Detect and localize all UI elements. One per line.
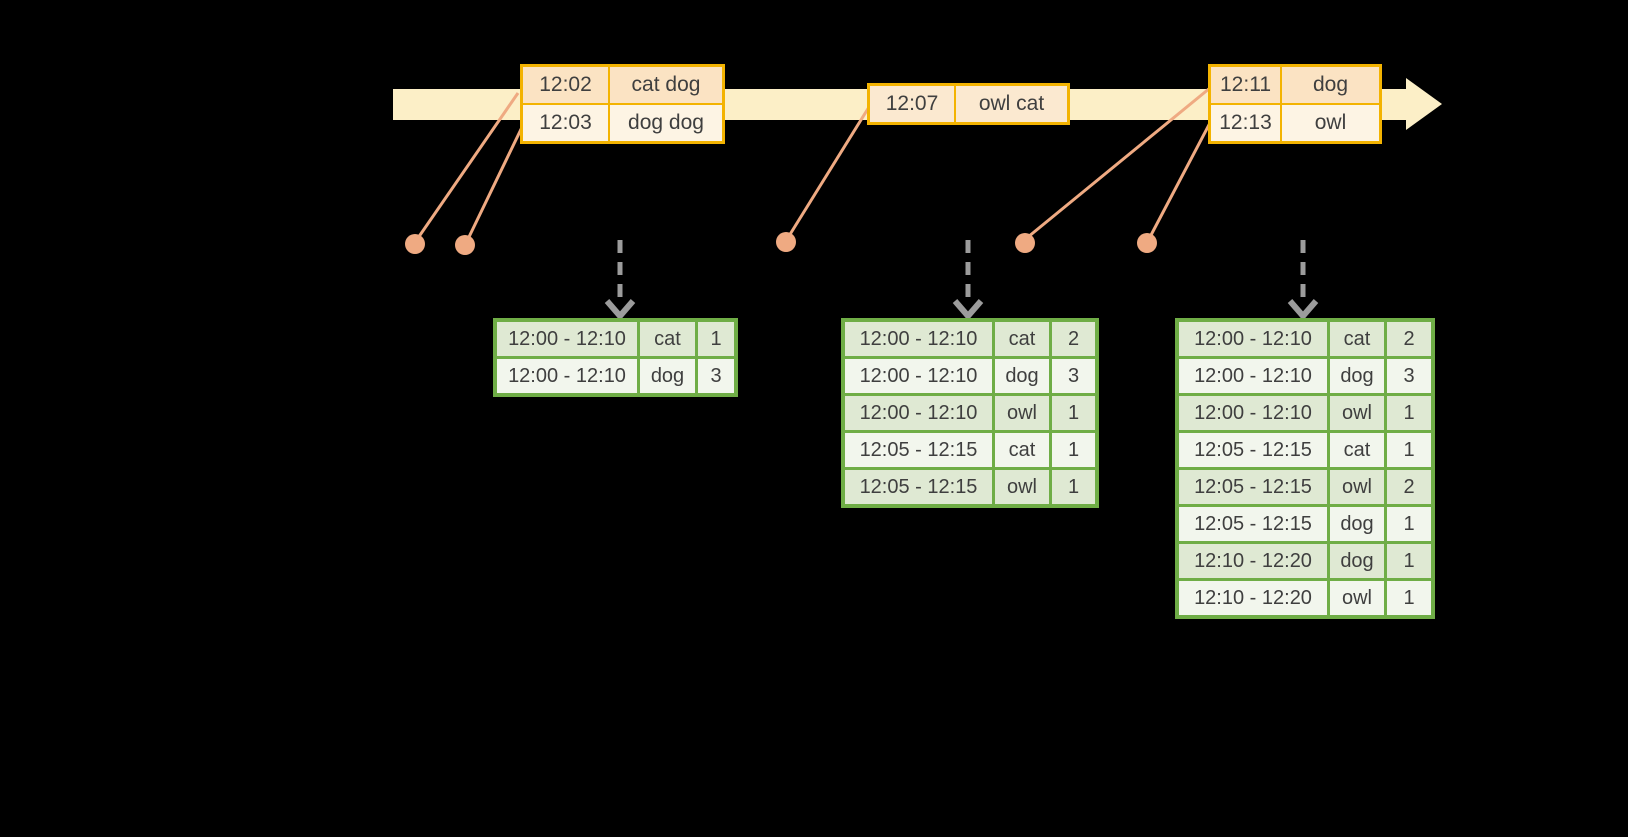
count-cell: 1 [1387, 544, 1431, 578]
count-cell: 3 [698, 359, 734, 393]
word-cell: dog [640, 359, 695, 393]
event-time-cell: 12:11 [1211, 67, 1280, 103]
word-cell: owl [1330, 396, 1384, 430]
connector-line [1027, 86, 1211, 239]
window-cell: 12:05 - 12:15 [845, 433, 992, 467]
event-dot [1015, 233, 1035, 253]
trigger-arrow-icon [1287, 240, 1319, 321]
count-cell: 3 [1387, 359, 1431, 393]
event-dot [776, 232, 796, 252]
word-cell: cat [1330, 322, 1384, 356]
word-cell: dog [1330, 507, 1384, 541]
window-cell: 12:00 - 12:10 [845, 396, 992, 430]
window-cell: 12:05 - 12:15 [845, 470, 992, 504]
count-cell: 2 [1387, 322, 1431, 356]
event-time-cell: 12:02 [523, 67, 608, 103]
word-cell: cat [1330, 433, 1384, 467]
connector-line [787, 106, 871, 237]
window-cell: 12:00 - 12:10 [497, 322, 637, 356]
event-time-cell: 12:03 [523, 105, 608, 141]
word-cell: cat [995, 433, 1049, 467]
window-cell: 12:00 - 12:10 [845, 359, 992, 393]
window-cell: 12:05 - 12:15 [1179, 507, 1327, 541]
word-cell: owl [1330, 581, 1384, 615]
count-cell: 1 [1387, 581, 1431, 615]
count-cell: 1 [1052, 433, 1095, 467]
count-cell: 1 [1387, 396, 1431, 430]
event-dot [405, 234, 425, 254]
count-cell: 2 [1052, 322, 1095, 356]
count-cell: 1 [698, 322, 734, 356]
event-dot [455, 235, 475, 255]
count-cell: 2 [1387, 470, 1431, 504]
window-cell: 12:05 - 12:15 [1179, 470, 1327, 504]
window-cell: 12:00 - 12:10 [1179, 359, 1327, 393]
count-cell: 1 [1052, 470, 1095, 504]
window-cell: 12:00 - 12:10 [1179, 322, 1327, 356]
event-time-cell: 12:13 [1211, 105, 1280, 141]
window-cell: 12:10 - 12:20 [1179, 544, 1327, 578]
event-words-cell: owl [1282, 105, 1379, 141]
event-dot [1137, 233, 1157, 253]
connector-line [466, 120, 527, 240]
event-time-cell: 12:07 [870, 86, 954, 122]
event-words-cell: owl cat [956, 86, 1067, 122]
window-cell: 12:00 - 12:10 [845, 322, 992, 356]
count-cell: 1 [1387, 507, 1431, 541]
event-words-cell: cat dog [610, 67, 722, 103]
window-cell: 12:00 - 12:10 [497, 359, 637, 393]
count-cell: 1 [1052, 396, 1095, 430]
window-cell: 12:00 - 12:10 [1179, 396, 1327, 430]
window-cell: 12:05 - 12:15 [1179, 433, 1327, 467]
word-cell: owl [995, 396, 1049, 430]
word-cell: dog [995, 359, 1049, 393]
word-cell: dog [1330, 544, 1384, 578]
connector-line [1148, 120, 1213, 238]
word-cell: cat [640, 322, 695, 356]
connector-line [416, 92, 520, 239]
count-cell: 1 [1387, 433, 1431, 467]
count-cell: 3 [1052, 359, 1095, 393]
word-cell: owl [995, 470, 1049, 504]
trigger-arrow-icon [604, 240, 636, 321]
word-cell: owl [1330, 470, 1384, 504]
trigger-arrow-icon [952, 240, 984, 321]
word-cell: dog [1330, 359, 1384, 393]
event-words-cell: dog dog [610, 105, 722, 141]
word-cell: cat [995, 322, 1049, 356]
event-words-cell: dog [1282, 67, 1379, 103]
window-cell: 12:10 - 12:20 [1179, 581, 1327, 615]
timeline-arrowhead-icon [1406, 78, 1442, 130]
